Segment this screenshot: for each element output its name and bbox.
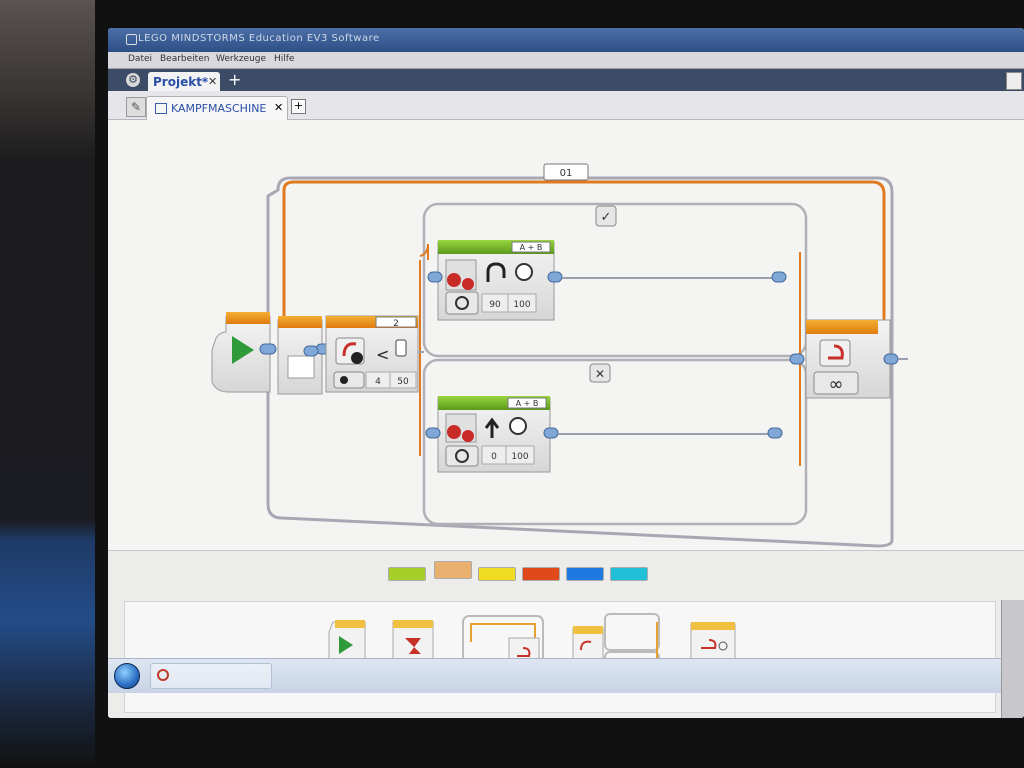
palette-tab-sensor[interactable] [478, 567, 516, 581]
compare-operator: < [376, 345, 389, 364]
switch-head-block[interactable] [277, 316, 331, 395]
play-icon [232, 336, 254, 364]
palette-tab-flow[interactable] [434, 561, 472, 579]
gear-icon[interactable]: ⚙ [126, 73, 140, 87]
case-true-label: ✓ [601, 210, 612, 225]
taskbar [108, 658, 1024, 693]
palette-tabs [388, 561, 668, 585]
ev3-app-icon [157, 669, 169, 681]
compare-block[interactable]: 2 < 4 50 [303, 315, 424, 393]
programming-palette [108, 550, 1024, 718]
program-tab-label: KAMPFMASCHINE [171, 102, 267, 115]
compare-mode[interactable]: 4 [375, 377, 381, 387]
tab-project[interactable]: Projekt* ✕ [148, 72, 220, 91]
window-title: LEGO MINDSTORMS Education EV3 Software [138, 33, 380, 44]
loop-icon [819, 339, 851, 367]
block2-ports[interactable]: A + B [516, 399, 539, 408]
project-tab-label: Projekt* [153, 75, 209, 89]
taskbar-ev3-app[interactable] [150, 663, 272, 689]
switch-port: 2 [393, 319, 399, 329]
move-steering-block-2[interactable]: A + B 0 100 [425, 396, 783, 473]
start-block[interactable] [211, 312, 277, 393]
close-icon[interactable]: ✕ [208, 75, 218, 88]
start-icon[interactable] [114, 663, 140, 689]
program-tab-bar: ✎ KAMPFMASCHINE ✕ + [108, 91, 1024, 120]
menu-hilfe[interactable]: Hilfe [274, 54, 295, 64]
content-editor-panel[interactable] [1001, 600, 1024, 718]
palette-blocks [328, 613, 736, 683]
block1-steering[interactable]: 90 [489, 300, 501, 310]
title-bar: LEGO MINDSTORMS Education EV3 Software [108, 28, 1024, 52]
menu-werkzeuge[interactable]: Werkzeuge [216, 54, 267, 64]
wrench-icon[interactable]: ✎ [126, 97, 146, 117]
loop-label: 01 [560, 168, 573, 179]
add-program-button[interactable]: + [291, 99, 306, 114]
block2-steering[interactable]: 0 [491, 452, 497, 462]
block2-power[interactable]: 100 [511, 452, 528, 462]
menu-bar: Datei Bearbeiten Werkzeuge Hilfe [108, 52, 1024, 69]
palette-tab-advanced[interactable] [566, 567, 604, 581]
close-icon[interactable]: ✕ [274, 101, 284, 114]
app-icon [126, 34, 137, 45]
background-left [0, 0, 95, 768]
case-false-label: ✕ [595, 367, 605, 381]
palette-tab-myblocks[interactable] [610, 567, 648, 581]
program-icon [155, 103, 167, 114]
loop-end-block[interactable]: ∞ [789, 319, 908, 399]
screen: LEGO MINDSTORMS Education EV3 Software D… [108, 28, 1024, 718]
programming-canvas[interactable]: 01 ✓ ✕ [108, 120, 1024, 550]
tab-kampfmaschine[interactable]: KAMPFMASCHINE ✕ [146, 96, 288, 120]
project-bar: ⚙ Projekt* ✕ + [108, 69, 1024, 91]
menu-datei[interactable]: Datei [128, 54, 153, 64]
palette-tab-data[interactable] [522, 567, 560, 581]
palette-tray [124, 601, 996, 713]
block1-power[interactable]: 100 [513, 300, 530, 310]
move-steering-block-1[interactable]: A + B 90 100 [427, 240, 787, 321]
program-diagram: 01 ✓ ✕ [211, 163, 908, 548]
threshold-value[interactable]: 50 [397, 377, 409, 387]
menu-bearbeiten[interactable]: Bearbeiten [160, 54, 210, 64]
block1-ports[interactable]: A + B [520, 243, 543, 252]
palette-tab-action[interactable] [388, 567, 426, 581]
document-icon[interactable] [1006, 72, 1022, 90]
add-project-button[interactable]: + [228, 70, 242, 89]
loop-block[interactable]: 01 [266, 163, 894, 548]
loop-infinity[interactable]: ∞ [829, 374, 844, 395]
